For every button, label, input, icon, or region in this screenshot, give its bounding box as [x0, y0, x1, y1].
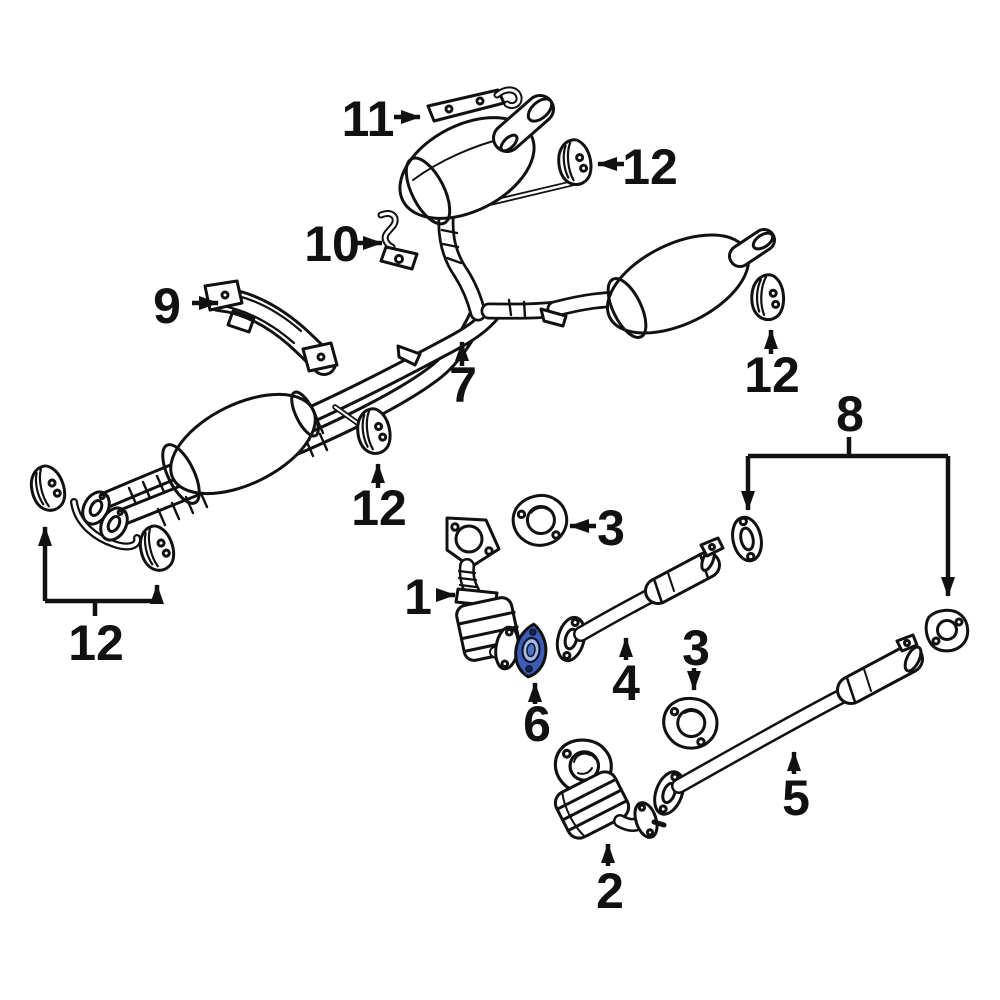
- callout-label-12-right[interactable]: 12: [744, 347, 800, 403]
- callout-4: 4: [612, 637, 640, 711]
- callout-3-upper: 3: [569, 500, 625, 556]
- muffler-bracket-11: [426, 90, 519, 123]
- callout-11: 11: [342, 91, 421, 147]
- center-pipe-y-junction: [440, 204, 630, 328]
- callout-8-bracket: 8: [741, 386, 955, 597]
- callout-9: 9: [153, 278, 219, 334]
- callout-label-8[interactable]: 8: [836, 386, 864, 442]
- front-flange-lower: [99, 506, 129, 542]
- callout-label-11[interactable]: 11: [342, 91, 395, 147]
- bolt-hole: [525, 665, 533, 673]
- callout-label-12-front[interactable]: 12: [68, 615, 124, 671]
- pipe-tab: [396, 344, 422, 367]
- insulator-12-front-b: [135, 521, 179, 575]
- pipe-tab: [539, 307, 568, 328]
- callout-12-front-bracket: 12: [38, 526, 164, 671]
- callout-label-4[interactable]: 4: [612, 655, 640, 711]
- pipe-corrugations: [440, 228, 527, 319]
- callout-label-12-mid[interactable]: 12: [351, 480, 407, 536]
- callout-label-6[interactable]: 6: [523, 696, 551, 752]
- pipe-gasket-8-left: [731, 515, 763, 563]
- callout-6: 6: [523, 682, 551, 752]
- callout-2: 2: [596, 843, 624, 919]
- callout-7: 7: [449, 341, 477, 413]
- callout-label-3-upper[interactable]: 3: [597, 500, 625, 556]
- catalytic-converter-2: [547, 732, 667, 840]
- callout-label-12-top[interactable]: 12: [622, 139, 678, 195]
- catalytic-converter-1: [445, 516, 522, 671]
- front-pipe-5: [653, 633, 924, 816]
- pipe-gasket-8-right: [924, 608, 970, 653]
- callout-10: 10: [304, 216, 383, 272]
- insulator-12-top: [555, 136, 595, 188]
- callout-3-lower: 3: [682, 620, 710, 691]
- callout-label-1[interactable]: 1: [404, 569, 432, 625]
- pipe-bracket-10: [381, 213, 419, 271]
- callout-label-7[interactable]: 7: [449, 357, 477, 413]
- rear-muffler-left: [398, 95, 555, 226]
- callout-bracket-line: [748, 437, 948, 459]
- flange-gasket-6-highlighted[interactable]: [513, 622, 548, 679]
- callout-1: 1: [404, 569, 456, 625]
- rear-muffler-right: [605, 215, 775, 339]
- callout-label-10[interactable]: 10: [304, 216, 360, 272]
- tailpipe-tip: [526, 97, 554, 123]
- callout-5: 5: [782, 751, 810, 826]
- callout-label-9[interactable]: 9: [153, 278, 181, 334]
- heat-shield-9: [203, 279, 339, 371]
- front-pipe-4: [555, 536, 725, 663]
- callout-12-right: 12: [744, 329, 800, 403]
- converter-gasket-3-upper: [510, 492, 570, 549]
- bolt-hole: [529, 628, 537, 636]
- callout-label-5[interactable]: 5: [782, 770, 810, 826]
- callout-12-top: 12: [597, 139, 678, 195]
- converter-gasket-3-lower: [656, 691, 724, 756]
- insulator-12-front-a: [26, 461, 70, 515]
- insulator-12-right: [749, 272, 787, 322]
- callout-bracket-line: [45, 598, 157, 616]
- callout-12-mid: 12: [351, 463, 407, 536]
- tailpipe-tip: [751, 231, 775, 251]
- gasket-core: [526, 642, 536, 658]
- callout-label-3-lower[interactable]: 3: [682, 620, 710, 676]
- center-resonator: [161, 390, 320, 505]
- callout-label-2[interactable]: 2: [596, 863, 624, 919]
- insulator-12-mid: [354, 405, 394, 457]
